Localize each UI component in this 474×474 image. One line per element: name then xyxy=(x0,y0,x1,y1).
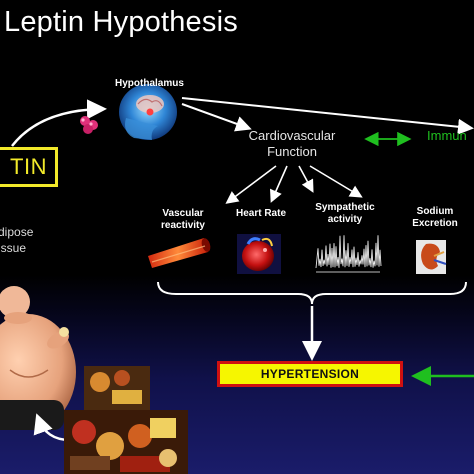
leptin-box: TIN xyxy=(0,147,58,187)
brain-head-icon xyxy=(119,84,177,140)
heart-icon xyxy=(237,234,281,274)
cardiovascular-line1: Cardiovascular xyxy=(248,128,336,143)
immune-label: Immun xyxy=(427,128,467,143)
slide-title: Leptin Hypothesis xyxy=(4,6,238,38)
kidney-icon xyxy=(416,240,447,274)
sympathetic-line2: activity xyxy=(327,214,363,225)
vascular-line2: reactivity xyxy=(161,220,205,231)
leptin-molecule-icon xyxy=(80,116,98,134)
vascular-line1: Vascular xyxy=(162,208,204,219)
cardiovascular-line2: Function xyxy=(267,144,317,159)
cv-to-sodium-arrow xyxy=(309,165,363,198)
heart-rate-label: Heart Rate xyxy=(226,208,296,220)
sympathetic-activity-label: Sympathetic activity xyxy=(306,202,384,226)
cv-to-sympathetic-arrow xyxy=(298,165,314,193)
hypertension-box: HYPERTENSION xyxy=(217,361,403,387)
obese-person-icon xyxy=(0,286,76,430)
effects-brace xyxy=(157,281,467,305)
nerve-recording-icon xyxy=(315,235,382,273)
blood-vessel-icon xyxy=(148,238,211,268)
cv-to-heart-rate-arrow xyxy=(270,165,288,203)
sodium-line1: Sodium xyxy=(416,206,454,217)
adipose-line2: issue xyxy=(0,241,27,255)
cv-to-vascular-arrow xyxy=(225,165,277,204)
hypothalamus-label: Hypothalamus xyxy=(115,78,184,89)
vascular-reactivity-label: Vascular reactivity xyxy=(148,208,218,232)
hypothalamus-to-immune-arrow xyxy=(181,97,474,135)
heart-rate-line1: Heart Rate xyxy=(235,208,287,219)
leptin-to-hypothalamus-arrow xyxy=(11,99,107,147)
junk-food-image-icon xyxy=(64,366,188,474)
sodium-line2: Excretion xyxy=(412,218,458,229)
hypothalamus-to-cv-arrow xyxy=(181,103,252,132)
sympathetic-line1: Sympathetic xyxy=(315,202,375,213)
adipose-tissue-label: dipose issue xyxy=(0,224,33,256)
sodium-excretion-label: Sodium Excretion xyxy=(398,206,472,230)
cardiovascular-function-label: Cardiovascular Function xyxy=(232,128,352,160)
adipose-line1: dipose xyxy=(0,225,34,239)
